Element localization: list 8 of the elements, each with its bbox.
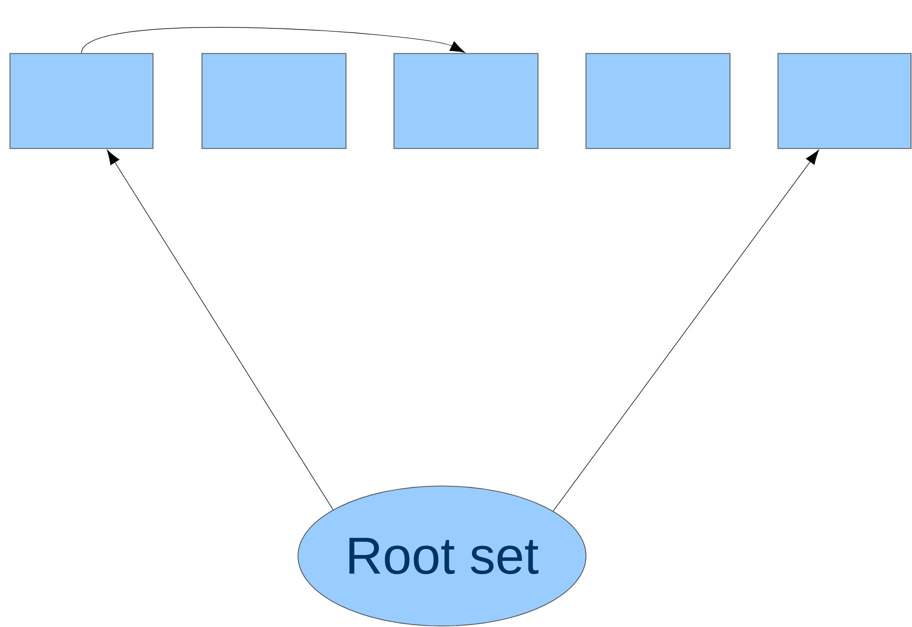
- arrow: [81, 27, 466, 54]
- arrow: [552, 150, 820, 512]
- object-box: [202, 53, 346, 149]
- object-box: [10, 53, 154, 149]
- object-box: [394, 53, 538, 149]
- object-box: [586, 53, 730, 149]
- arrow: [106, 150, 334, 510]
- object-box: [778, 53, 912, 149]
